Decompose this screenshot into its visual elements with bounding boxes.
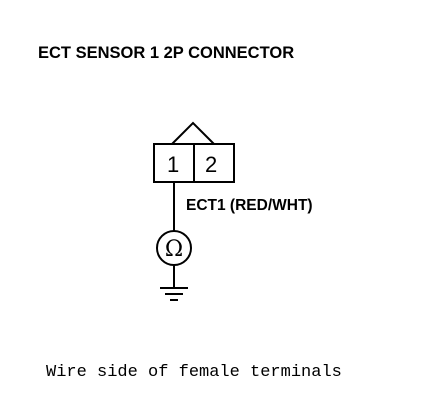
wire-label: ECT1 (RED/WHT) bbox=[186, 197, 313, 214]
connector-lock-tab bbox=[171, 121, 215, 145]
diagram-caption: Wire side of female terminals bbox=[46, 363, 342, 382]
pin-1-label: 1 bbox=[167, 152, 179, 177]
ohm-icon: Ω bbox=[165, 237, 183, 262]
pin-2-label: 2 bbox=[205, 152, 217, 177]
diagram-title: ECT SENSOR 1 2P CONNECTOR bbox=[38, 44, 294, 62]
ground-icon bbox=[160, 287, 188, 301]
